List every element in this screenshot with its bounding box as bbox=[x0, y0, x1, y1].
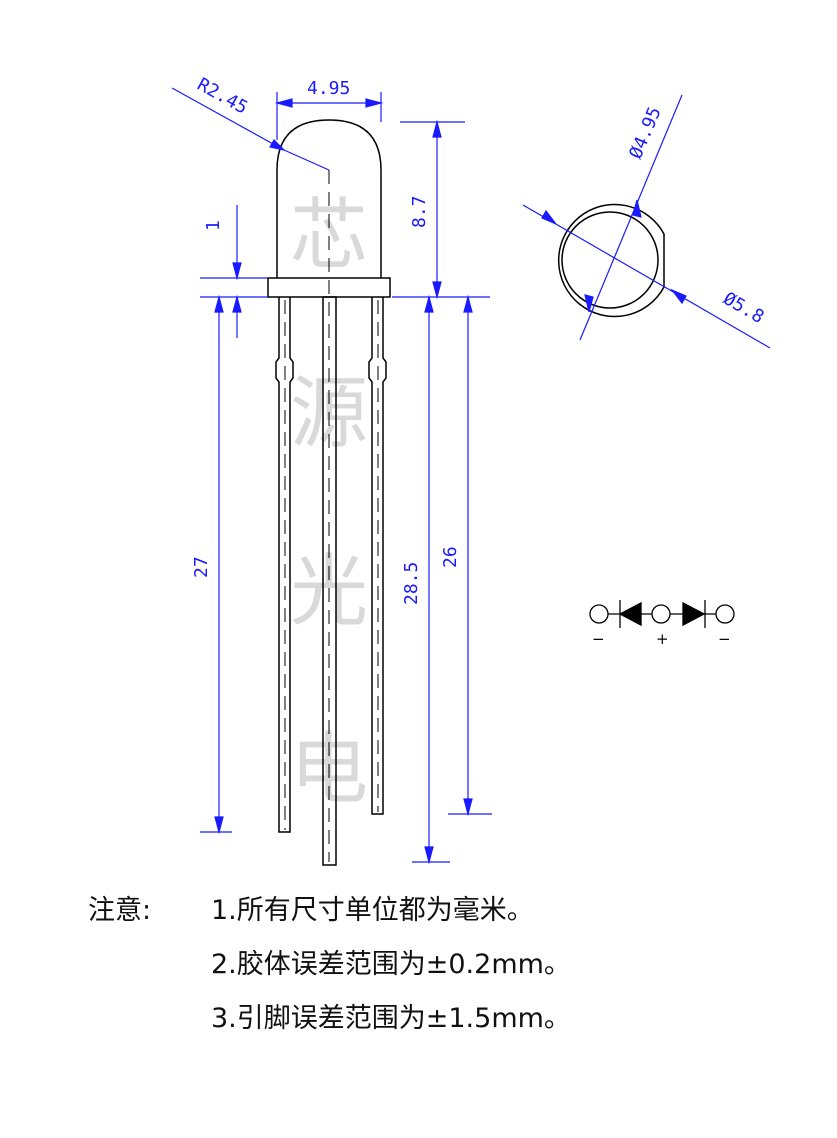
pin-left-circle bbox=[589, 604, 609, 624]
top-view-dimensions bbox=[522, 94, 771, 349]
diode-left-symbol bbox=[618, 601, 642, 627]
note-line-2: 2.胶体误差范围为±0.2mm。 bbox=[211, 949, 571, 980]
pin-center-circle bbox=[651, 604, 671, 624]
notes-label: 注意: bbox=[88, 895, 152, 926]
note-row-1: 注意: 1.所有尺寸单位都为毫米。 bbox=[88, 884, 571, 938]
pin-right-polarity: − bbox=[718, 630, 731, 648]
note-line-3: 3.引脚误差范围为±1.5mm。 bbox=[211, 1003, 571, 1034]
outer-rim-flat bbox=[557, 203, 665, 318]
schematic-symbol bbox=[589, 600, 735, 628]
pin-right-circle bbox=[715, 604, 735, 624]
diode-right-symbol bbox=[682, 601, 706, 627]
dim-lead-right: 26 bbox=[440, 546, 461, 568]
led-top-view bbox=[557, 203, 665, 318]
dim-outer-diameter: Ø5.8 bbox=[720, 288, 768, 328]
dim-lead-center: 28.5 bbox=[401, 562, 422, 605]
note-row-2: 2.胶体误差范围为±0.2mm。 bbox=[88, 938, 571, 992]
led-side-view bbox=[267, 119, 391, 866]
inner-circle bbox=[561, 211, 659, 309]
dimension-labels: R2.45 4.95 8.7 1 27 28.5 26 Ø4.95 Ø5.8 bbox=[191, 74, 768, 605]
dimension-lines bbox=[171, 87, 492, 865]
note-row-3: 3.引脚误差范围为±1.5mm。 bbox=[88, 992, 571, 1046]
dim-lead-left: 27 bbox=[191, 556, 212, 578]
note-line-1: 1.所有尺寸单位都为毫米。 bbox=[211, 895, 534, 926]
lead-center bbox=[322, 296, 337, 866]
pin-left-polarity: − bbox=[592, 630, 605, 648]
pin-center-polarity: + bbox=[656, 630, 669, 648]
dim-radius: R2.45 bbox=[194, 74, 252, 119]
dim-top-width: 4.95 bbox=[307, 78, 350, 99]
dim-inner-diameter: Ø4.95 bbox=[625, 104, 666, 162]
lead-left bbox=[275, 297, 294, 833]
notes-block: 注意: 1.所有尺寸单位都为毫米。 2.胶体误差范围为±0.2mm。 3.引脚误差… bbox=[88, 884, 571, 1046]
lead-right bbox=[368, 297, 387, 815]
dim-body-height: 8.7 bbox=[409, 195, 430, 228]
lead-centerlines bbox=[284, 170, 379, 862]
dim-flange: 1 bbox=[203, 220, 224, 231]
